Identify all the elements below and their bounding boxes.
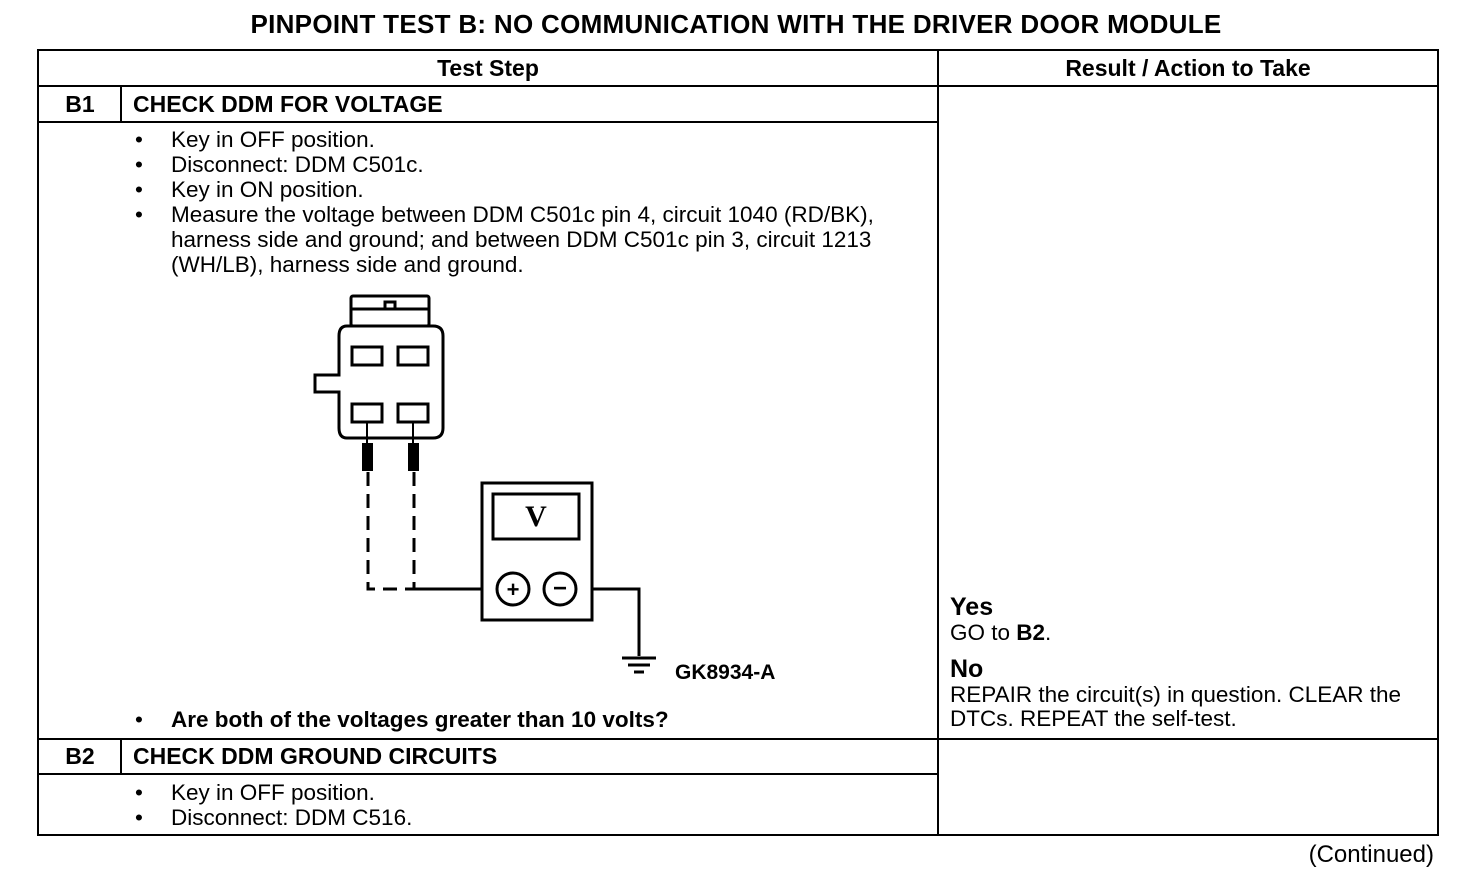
- voltmeter-display: [491, 492, 581, 541]
- column-divider: [937, 49, 939, 836]
- list-item: Disconnect: DDM C501c.: [132, 152, 892, 177]
- connector-pin-4: [396, 402, 430, 424]
- b1-instruction-list: Key in OFF position. Disconnect: DDM C50…: [132, 127, 892, 277]
- result-yes-target: B2: [1016, 620, 1046, 645]
- b1-id-divider: [120, 85, 122, 123]
- probe-handle-right: [408, 443, 419, 471]
- plus-terminal: [495, 571, 531, 607]
- b1-bottom-border: [37, 738, 1439, 740]
- result-yes-action: GO to B2.: [950, 621, 1051, 645]
- voltmeter-symbol: V: [525, 500, 547, 533]
- table-right-border: [1437, 49, 1439, 836]
- connector-pin-1: [350, 345, 384, 367]
- minus-symbol: −: [553, 575, 567, 602]
- minus-terminal: [542, 571, 578, 607]
- voltmeter-body: [480, 481, 594, 622]
- connector-pin-2: [396, 345, 430, 367]
- step-name-b1: CHECK DDM FOR VOLTAGE: [133, 91, 443, 117]
- connector-latch: [383, 300, 397, 311]
- step-id-b1: B1: [65, 91, 95, 117]
- header-test-step: Test Step: [437, 55, 539, 81]
- b2-title-border: [37, 773, 938, 775]
- list-item: Disconnect: DDM C516.: [132, 805, 892, 830]
- b2-id-divider: [120, 738, 122, 775]
- table-top-border: [37, 49, 1439, 51]
- list-item: Key in OFF position.: [132, 127, 892, 152]
- result-yes-suffix: .: [1045, 620, 1052, 645]
- step-name-b2: CHECK DDM GROUND CIRCUITS: [133, 743, 498, 769]
- ground-lead: [592, 587, 641, 656]
- result-no-action: REPAIR the circuit(s) in question. CLEAR…: [950, 682, 1402, 731]
- header-bottom-border: [37, 85, 1439, 87]
- figure-id: GK8934-A: [675, 661, 775, 684]
- table-left-border: [37, 49, 39, 836]
- test-lead-left: [366, 472, 414, 591]
- b1-result-yes: Yes GO to B2.: [950, 593, 1051, 645]
- b2-instruction-list: Key in OFF position. Disconnect: DDM C51…: [132, 780, 892, 830]
- probe-handle-left: [362, 443, 373, 471]
- step-id-b2: B2: [65, 743, 95, 769]
- list-item: Key in ON position.: [132, 177, 892, 202]
- list-item: Key in OFF position.: [132, 780, 892, 805]
- result-no-label: No: [950, 655, 984, 683]
- connector-pin-3: [350, 402, 384, 424]
- connector-body: [313, 324, 445, 440]
- b1-result-no: No REPAIR the circuit(s) in question. CL…: [950, 655, 1430, 731]
- result-yes-prefix: GO to: [950, 620, 1017, 645]
- result-yes-label: Yes: [950, 593, 994, 621]
- continued-note: (Continued): [1308, 841, 1434, 868]
- table-bottom-border: [37, 834, 1439, 836]
- header-result-action: Result / Action to Take: [1065, 55, 1311, 81]
- list-item: Measure the voltage between DDM C501c pi…: [132, 202, 892, 277]
- page-title: PINPOINT TEST B: NO COMMUNICATION WITH T…: [250, 9, 1222, 39]
- b1-title-border: [37, 121, 938, 123]
- b1-question: Are both of the voltages greater than 10…: [132, 707, 669, 733]
- plus-symbol: +: [507, 577, 520, 602]
